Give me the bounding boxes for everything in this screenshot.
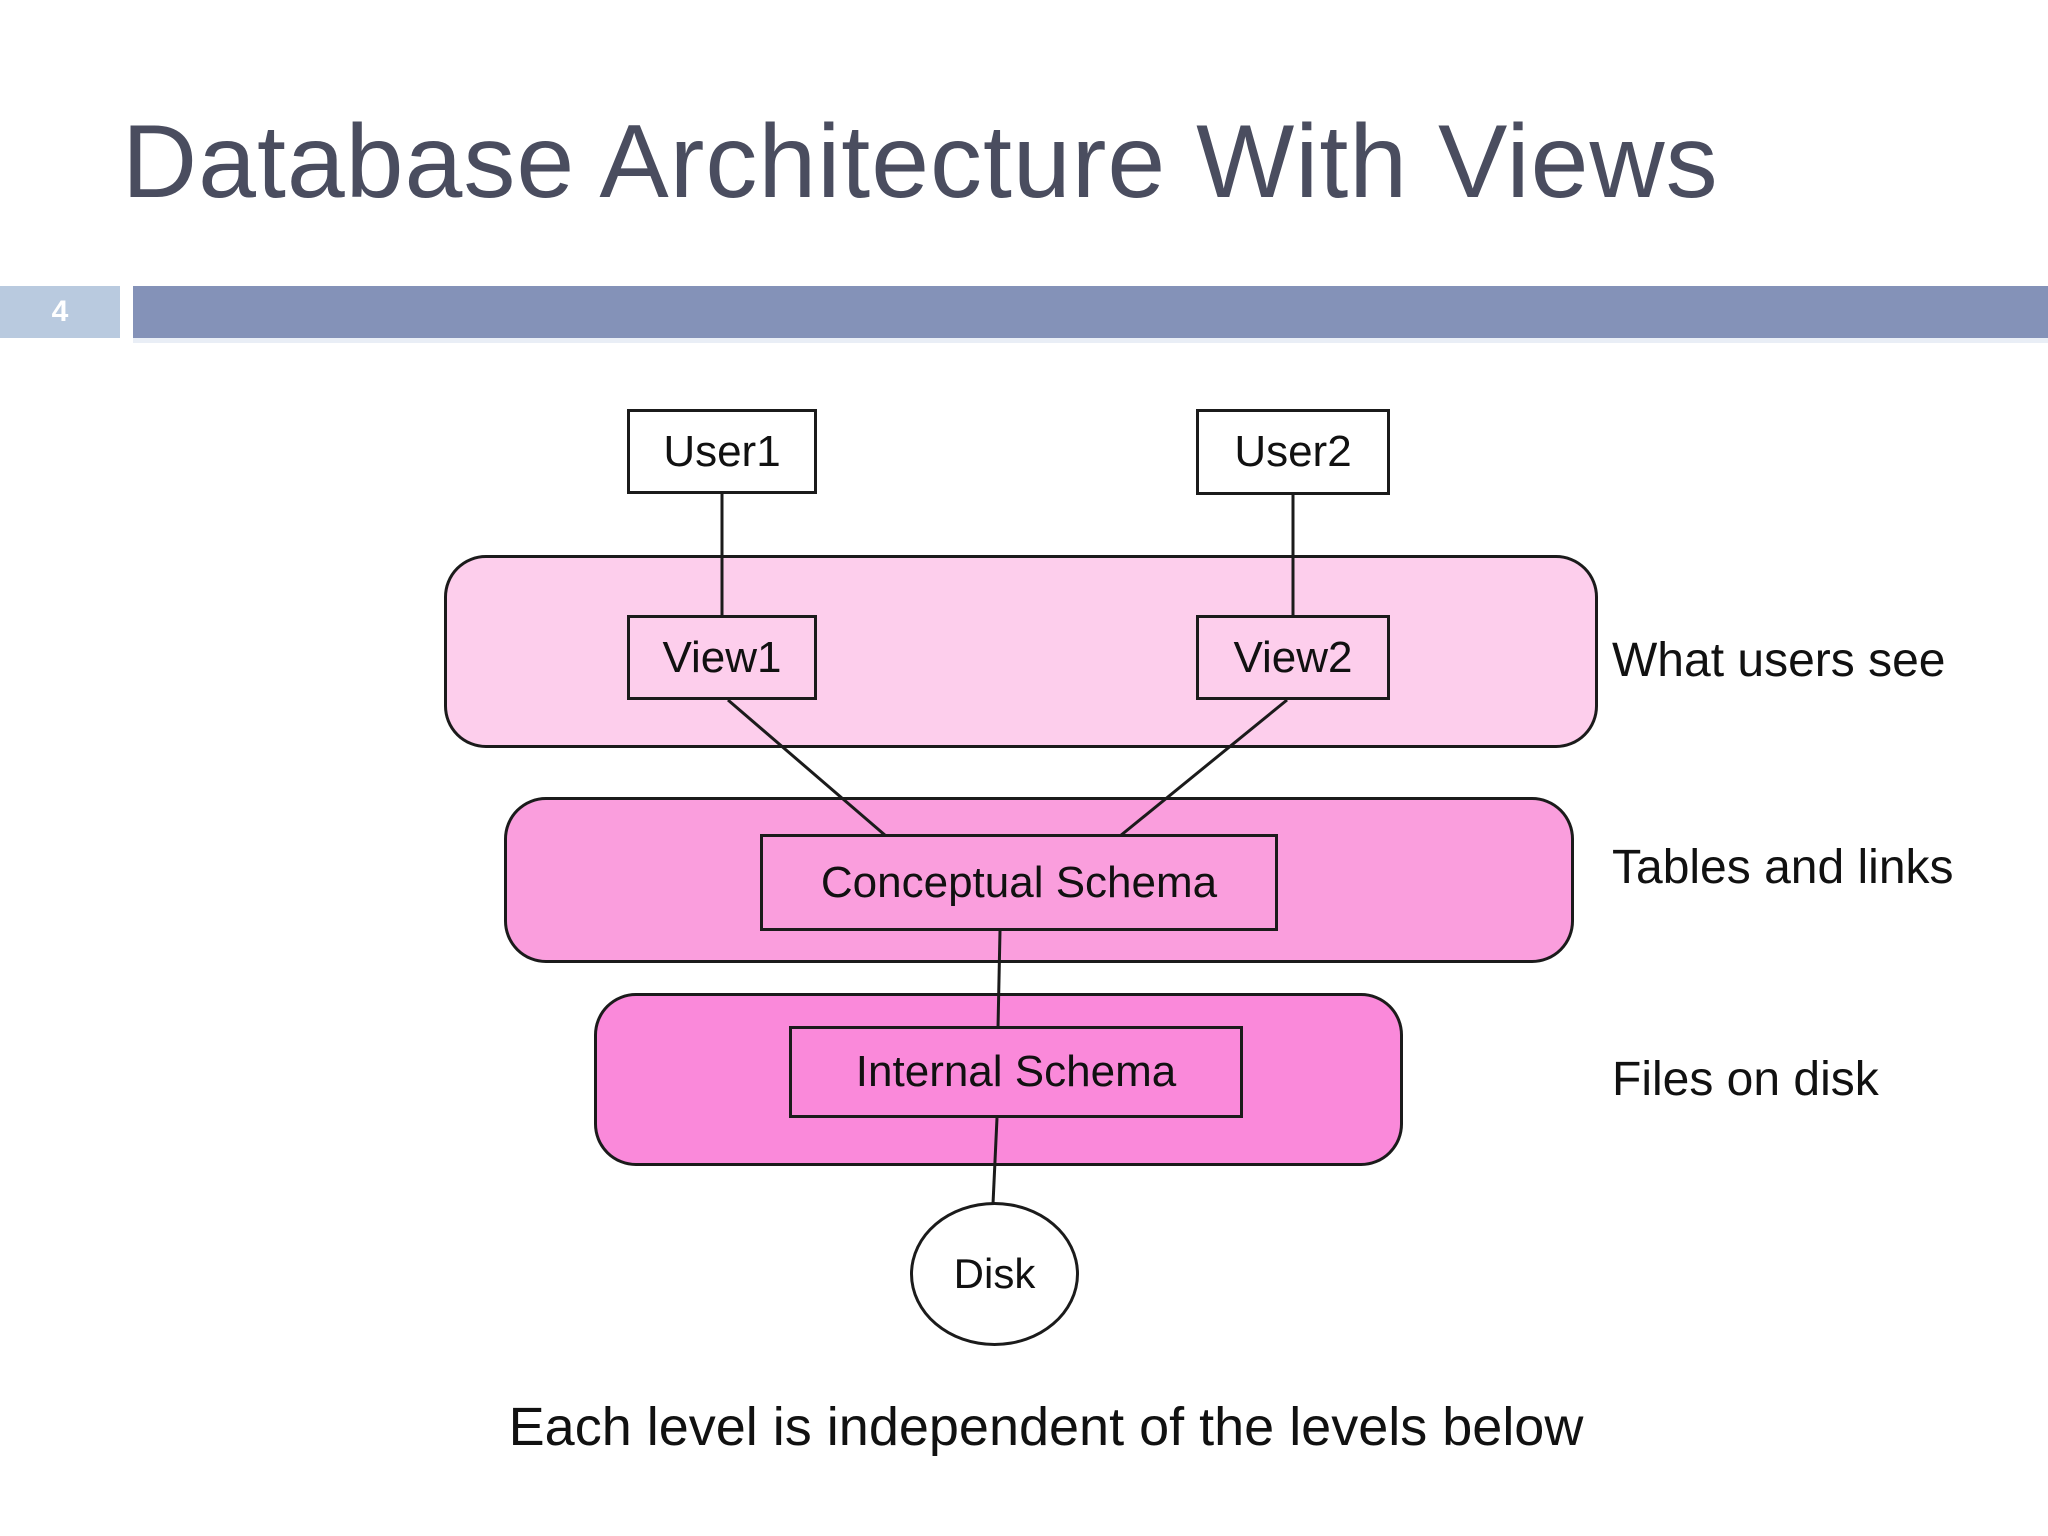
node-user1: User1 (627, 409, 817, 494)
annotation-what-users-see: What users see (1612, 634, 1946, 687)
annotation-files-on-disk: Files on disk (1612, 1053, 1879, 1106)
node-disk: Disk (910, 1202, 1079, 1346)
node-user2: User2 (1196, 409, 1390, 495)
node-view1: View1 (627, 615, 817, 700)
connector-internal-disk (991, 1117, 999, 1205)
page-number-badge: 4 (0, 286, 120, 338)
node-internal-schema: Internal Schema (789, 1026, 1243, 1118)
connector-view2-conceptual (1119, 698, 1288, 838)
node-view2: View2 (1196, 615, 1390, 700)
slide-title: Database Architecture With Views (122, 104, 1719, 220)
connector-conceptual-internal (996, 930, 1002, 1029)
header-accent-bar (133, 286, 2048, 343)
annotation-tables-and-links: Tables and links (1612, 841, 1954, 894)
connector-view1-conceptual (727, 698, 887, 838)
slide-caption: Each level is independent of the levels … (508, 1397, 1584, 1457)
node-conceptual-schema: Conceptual Schema (760, 834, 1278, 931)
